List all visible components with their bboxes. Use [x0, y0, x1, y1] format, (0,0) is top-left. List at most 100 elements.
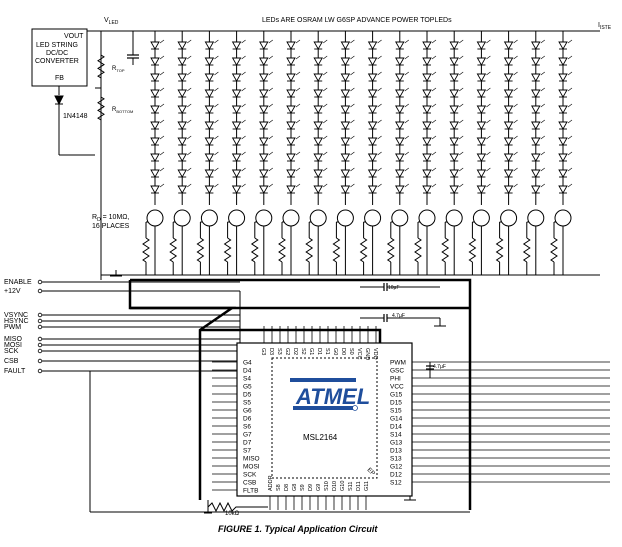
- signal-terminal-8: [37, 358, 43, 364]
- led-10-4: [422, 105, 432, 114]
- vled-label: VLED: [104, 17, 119, 26]
- signal-label-csb: CSB: [4, 358, 19, 365]
- signal-label-hsync: HSYNC: [4, 318, 29, 325]
- chip-pin-s12-right: S12: [390, 480, 402, 487]
- led-ray-8-9: [377, 183, 382, 188]
- iste-label: IISTE: [598, 22, 612, 31]
- led-13-0: [503, 41, 514, 50]
- led-11-6: [449, 137, 459, 146]
- led-ray-3-2: [241, 71, 246, 76]
- diode-1n4148: [54, 95, 64, 106]
- led-12-5: [476, 121, 487, 130]
- converter-line-dcdc: DC/DC: [46, 50, 68, 57]
- chip-pin-d1-top: D1: [316, 348, 322, 355]
- resistor-rd-11: [441, 237, 450, 263]
- signal-label-enable: ENABLE: [4, 279, 32, 286]
- mosfet-0: [146, 209, 164, 227]
- led-12-2: [476, 73, 487, 82]
- led-10-3: [422, 89, 432, 98]
- chip-pin-fltb: FLTB: [243, 488, 258, 495]
- signal-terminal-6: [37, 342, 43, 348]
- chip-pin-d10-bottom: D10: [332, 481, 338, 491]
- led-ray-1-9: [187, 183, 192, 188]
- led-14-7: [531, 153, 541, 162]
- rbottom-label: RBOTTOM: [112, 107, 133, 114]
- led-0-6: [150, 137, 160, 146]
- led-ray-15-8: [567, 167, 573, 172]
- led-11-9: [449, 185, 459, 194]
- led-2-4: [204, 105, 215, 114]
- led-4-2: [259, 73, 269, 82]
- led-ray-10-6: [431, 135, 437, 140]
- led-ray-1-3: [187, 87, 192, 92]
- chip-pin-miso: MISO: [243, 456, 260, 463]
- chip-pin-d12-right: D12: [390, 472, 402, 479]
- led-2-5: [204, 121, 215, 130]
- chip-pin-s0-top: S0: [348, 348, 354, 355]
- rd-places-label: 16 PLACES: [92, 223, 130, 230]
- led-ray-7-4: [350, 103, 355, 108]
- mosfet-9: [391, 209, 409, 227]
- led-5-5: [286, 121, 296, 130]
- led-ray-10-4: [431, 103, 437, 108]
- led-ray-9-7: [404, 151, 409, 156]
- figure-caption: FIGURE 1. Typical Application Circuit: [218, 524, 378, 534]
- mosfet-15: [554, 209, 572, 227]
- led-6-3: [313, 89, 323, 98]
- led-11-0: [449, 41, 459, 50]
- led-3-8: [231, 169, 242, 178]
- led-12-1: [476, 57, 487, 66]
- led-15-9: [558, 185, 568, 194]
- chip-pin-s10-bottom: S10: [324, 481, 330, 491]
- led-14-0: [531, 41, 541, 50]
- led-ray-4-6: [268, 135, 273, 140]
- led-ray-5-5: [295, 119, 301, 124]
- led-2-7: [204, 153, 215, 162]
- led-ray-5-0: [295, 39, 301, 44]
- mosfet-8: [364, 209, 382, 227]
- chip-pin-g11-bottom: G11: [364, 481, 370, 491]
- led-ray-7-3: [350, 87, 355, 92]
- led-ray-6-5: [323, 119, 328, 124]
- led-ray-4-2: [268, 71, 273, 76]
- led-15-5: [558, 121, 568, 130]
- diode-label: 1N4148: [63, 113, 88, 120]
- resistor-10k: [207, 501, 268, 513]
- chip-pin-g12-right: G12: [390, 464, 403, 471]
- led-3-5: [231, 121, 242, 130]
- chip-pin-vcc-top: VCC: [356, 348, 362, 360]
- led-ray-10-1: [431, 55, 437, 60]
- chip-pin-s9-bottom: S9: [300, 484, 306, 491]
- led-ray-1-5: [187, 119, 192, 124]
- chip-pin-g0-top: G0: [332, 348, 338, 355]
- led-11-1: [449, 57, 459, 66]
- chip-pin-g14-right: G14: [390, 416, 403, 423]
- led-ray-10-2: [431, 71, 437, 76]
- chip-pin-g2-top: G2: [284, 348, 290, 355]
- led-1-7: [177, 153, 187, 162]
- led-1-5: [177, 121, 187, 130]
- chip-pin-g7: G7: [243, 432, 252, 439]
- led-11-3: [449, 89, 459, 98]
- converter-fb-label: FB: [55, 75, 64, 82]
- led-ray-6-8: [323, 167, 328, 172]
- led-ray-1-6: [187, 135, 192, 140]
- led-3-3: [231, 89, 242, 98]
- led-9-2: [395, 73, 405, 82]
- led-13-8: [503, 169, 514, 178]
- led-ray-11-7: [459, 151, 464, 156]
- led-5-3: [286, 89, 296, 98]
- led-13-5: [503, 121, 514, 130]
- resistor-rd-14: [522, 237, 531, 263]
- led-ray-9-1: [404, 55, 409, 60]
- led-ray-14-2: [540, 71, 545, 76]
- led-ray-1-2: [187, 71, 192, 76]
- led-ray-8-1: [377, 55, 382, 60]
- chip-pin-g1-top: G1: [308, 348, 314, 355]
- chip-pin-d6: D6: [243, 416, 252, 423]
- chip-pin-gnd-top: GND: [364, 348, 370, 360]
- led-2-1: [204, 57, 215, 66]
- resistor-rd-3: [223, 237, 232, 263]
- led-14-5: [531, 121, 541, 130]
- led-ray-7-6: [350, 135, 355, 140]
